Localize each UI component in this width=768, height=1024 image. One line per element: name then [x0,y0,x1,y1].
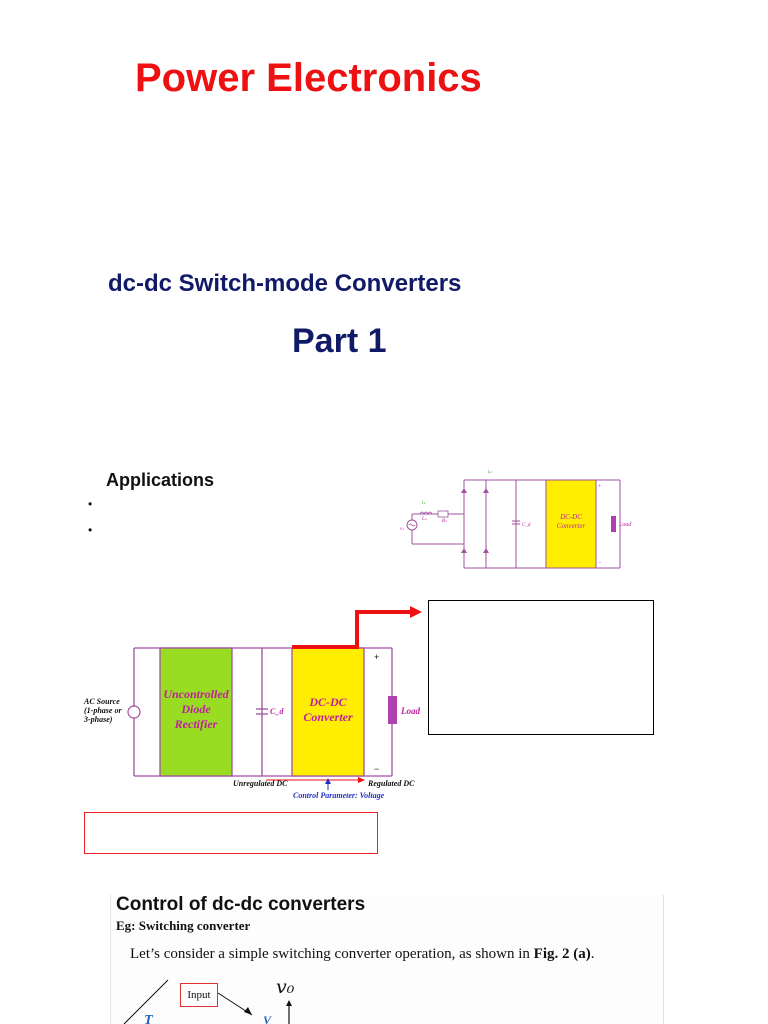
v0-label: v₀ [276,976,295,998]
small-converter-schematic: iᵢₙ iₛ Lₛ Rₛ vₛ C_d DC-DC Converter Load… [400,470,632,569]
rectifier-line1: Uncontrolled [163,687,229,701]
r-s-label: Rₛ [441,519,447,524]
ac-source-line3: 3-phase) [83,715,113,724]
converter-line1: DC-DC [308,695,347,709]
input-box: Input [180,983,218,1007]
small-minus: − [598,560,602,566]
control-body-text: Let’s consider a simple switching conver… [130,946,594,963]
control-param-label: Control Parameter: Voltage [293,791,385,800]
v-label: V [263,1013,272,1024]
dcdc-label-line2: Converter [557,522,586,530]
body-suffix: . [590,946,595,962]
applications-heading: Applications [106,470,215,490]
small-load-label: Load [618,522,632,528]
part-label: Part 1 [292,322,387,360]
i-in-label: iᵢₙ [488,470,493,475]
c-d-label: C_d [522,523,531,528]
rectifier-line3: Rectifier [174,717,218,731]
section-subtitle: dc-dc Switch-mode Converters [108,270,462,297]
small-plus: + [598,484,602,490]
bullet-2: • [88,523,93,537]
bullet-1: • [88,497,93,511]
control-section-panel [110,895,664,1024]
block-diagram: AC Source (1-phase or 3-phase) Uncontrol… [83,606,422,800]
dcdc-label-line1: DC-DC [559,513,582,521]
ac-source-line2: (1-phase or [84,706,122,715]
regulated-label: Regulated DC [367,779,415,788]
control-eg: Eg: Switching converter [116,918,251,933]
body-fig-ref: Fig. 2 (a) [533,946,591,962]
body-prefix: Let’s consider a simple switching conver… [130,946,534,962]
diagram-minus: − [374,764,379,774]
text-box-empty [428,600,654,735]
page-title: Power Electronics [135,56,482,100]
rectifier-line2: Diode [180,702,211,716]
i-s-label: iₛ [422,501,425,506]
diagram-plus: + [374,652,379,662]
unregulated-label: Unregulated DC [233,779,288,788]
control-figure-sketch: T V [123,979,292,1024]
t-label: T [144,1013,154,1024]
control-title: Control of dc-dc converters [116,894,366,915]
converter-line2: Converter [303,710,353,724]
load-label: Load [400,706,420,716]
l-s-label: Lₛ [421,517,427,522]
cap-label: C_d [270,707,284,716]
ac-source-line1: AC Source [83,697,120,706]
red-outline-box [84,812,378,854]
v-s-label: vₛ [400,527,404,532]
